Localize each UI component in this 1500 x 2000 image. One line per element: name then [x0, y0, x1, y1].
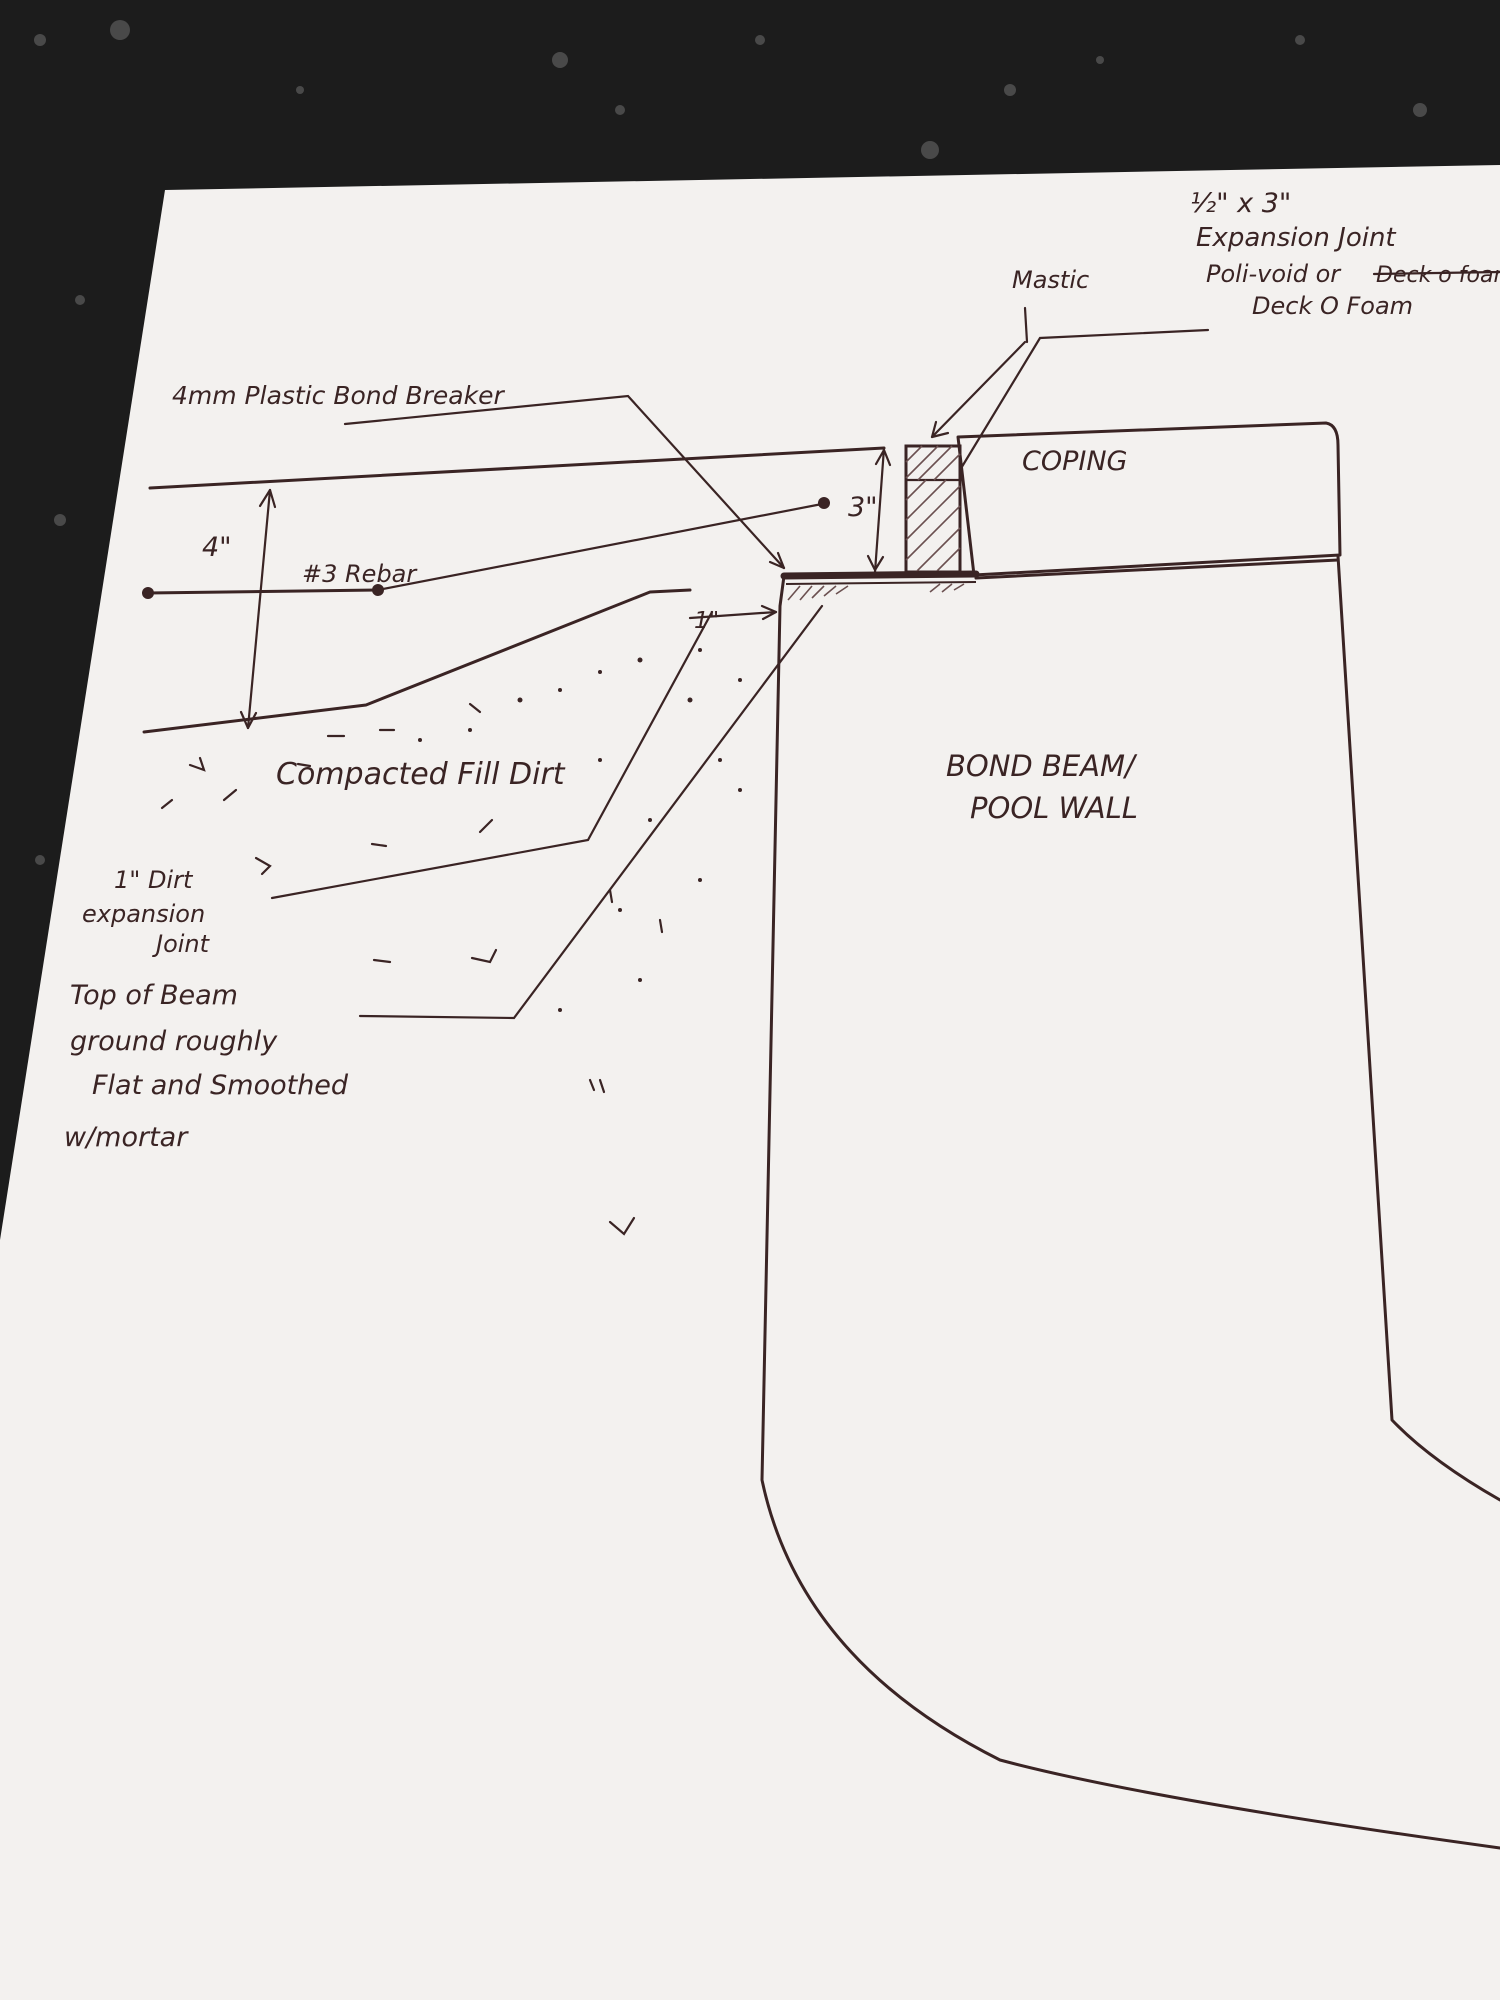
bond-breaker-arrowhead — [768, 551, 786, 570]
rebar-dot-mid — [372, 584, 384, 596]
label-expansion-alt: Deck O Foam — [1252, 292, 1413, 320]
rebar-dot-right — [818, 497, 830, 509]
dirt-joint-leader — [270, 610, 714, 900]
strikethrough-line — [1372, 270, 1500, 276]
label-top-beam-2: ground roughly — [70, 1026, 278, 1057]
label-pool-wall: POOL WALL — [970, 791, 1138, 825]
label-expansion-title: Expansion Joint — [1196, 223, 1396, 253]
label-top-beam-4: w/mortar — [64, 1122, 189, 1153]
granite-speckles — [16, 20, 1427, 1154]
rebar-line-left — [146, 588, 380, 595]
label-top-beam-3: Flat and Smoothed — [92, 1070, 349, 1101]
label-dirt-joint-2: expansion — [82, 900, 205, 928]
rebar-dot-left — [142, 587, 154, 599]
mastic-leader-arrow — [930, 340, 1027, 439]
label-mastic: Mastic — [1012, 266, 1089, 294]
dimension-4in-line — [246, 488, 272, 730]
expansion-joint-leader — [958, 328, 1210, 472]
label-expansion-material: Poli-void or — [1206, 260, 1342, 288]
label-dirt-joint-1: 1" Dirt — [114, 866, 194, 894]
mastic-arrowhead — [930, 420, 950, 439]
label-coping: COPING — [1022, 446, 1127, 477]
label-expansion-fraction: ½" x 3" — [1190, 188, 1291, 219]
label-3in: 3" — [848, 492, 878, 523]
coping-bottom-line — [974, 558, 1340, 580]
dirt-hatch-marks — [160, 702, 664, 1236]
dimension-1in-arrow — [760, 604, 778, 621]
pool-wall-outline-left — [760, 574, 1500, 1850]
label-expansion-struck: Deck o foam — [1376, 263, 1500, 288]
dimension-3in-arrow-top — [874, 448, 892, 467]
label-bond-beam: BOND BEAM/ — [946, 749, 1138, 783]
dimension-1in-line — [688, 610, 778, 620]
pool-wall-outline-right — [1336, 554, 1500, 1502]
rebar-leader — [376, 502, 824, 592]
bond-breaker-leader — [343, 394, 786, 570]
label-rebar: #3 Rebar — [302, 560, 418, 588]
mastic-leader-stem — [1023, 306, 1029, 344]
mortar-hatch — [787, 583, 965, 601]
dimension-3in-arrow-bottom — [866, 554, 885, 572]
label-dirt-joint-3: Joint — [152, 930, 211, 958]
label-top-beam-1: Top of Beam — [70, 980, 238, 1011]
label-4in: 4" — [202, 532, 232, 563]
deck-bottom-line — [142, 588, 692, 734]
dirt-speckles — [418, 648, 742, 1012]
label-bond-breaker: 4mm Plastic Bond Breaker — [172, 381, 505, 410]
dimension-4in-arrow-top — [258, 488, 277, 509]
label-fill-dirt: Compacted Fill Dirt — [276, 757, 566, 792]
deck-top-line — [148, 446, 886, 490]
bond-breaker-strip — [780, 570, 980, 585]
coping-block — [956, 421, 1342, 577]
top-of-beam-leader — [358, 604, 824, 1020]
paper-sheet — [0, 165, 1500, 2000]
dimension-3in-line — [873, 446, 886, 574]
